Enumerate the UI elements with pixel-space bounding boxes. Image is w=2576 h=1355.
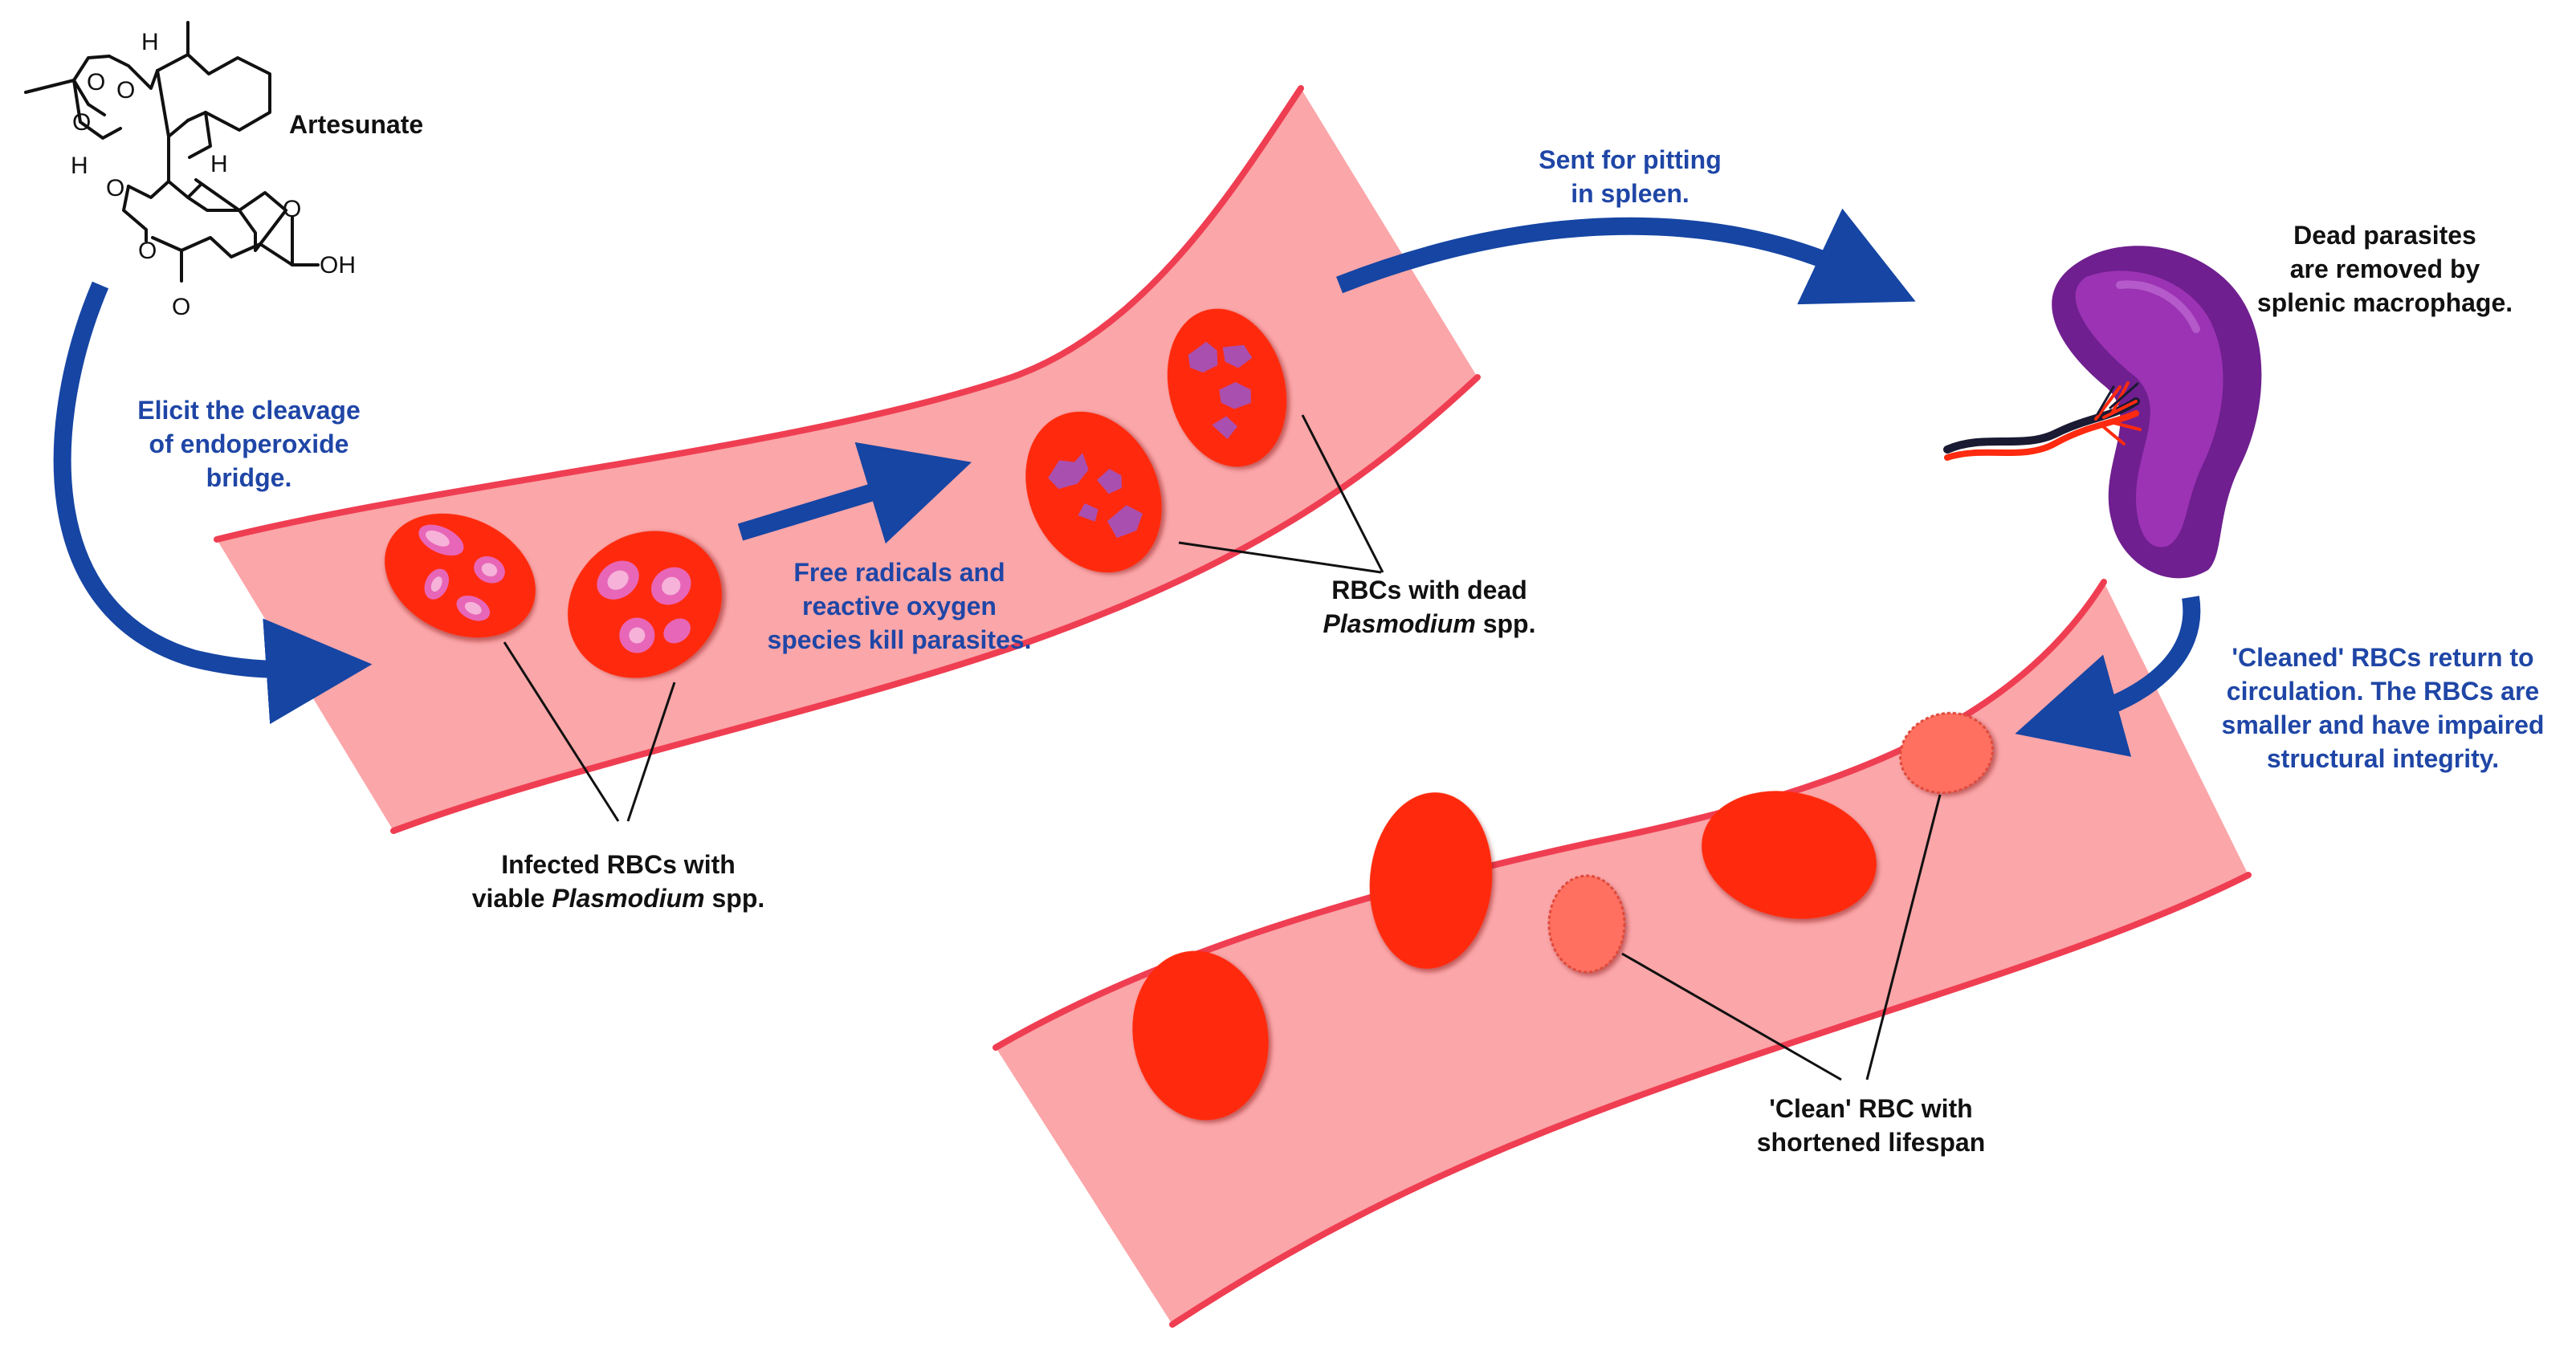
rbc-clean <box>1547 874 1626 974</box>
svg-text:H: H <box>71 153 88 179</box>
dead-parasite-rbcs-label: RBCs with dead Plasmodium spp. <box>1323 576 1536 638</box>
svg-text:O: O <box>72 109 91 136</box>
svg-text:O: O <box>87 69 105 96</box>
cleaned-rbcs-return-label: 'Cleaned' RBCs return to circulation. Th… <box>2221 643 2545 773</box>
parasite-dead <box>1212 416 1237 440</box>
parasite-dead <box>1188 341 1218 373</box>
leader-lines <box>503 414 1942 1081</box>
infected-rbc-2 <box>568 531 722 678</box>
arrow-within-vessel <box>737 441 972 544</box>
rbc-normal <box>1132 950 1269 1121</box>
elicit-cleavage-label: Elicit the cleavage of endoperoxide brid… <box>137 396 361 492</box>
dead-parasite-rbc-2 <box>1167 308 1287 467</box>
upper-blood-vessel <box>214 85 1481 834</box>
svg-text:H: H <box>141 29 159 55</box>
svg-text:OH: OH <box>320 252 356 279</box>
artesunate-atoms: H O O O H H O O O OH O <box>71 29 356 320</box>
dead-parasites-removed-label: Dead parasites are removed by splenic ma… <box>2256 221 2513 317</box>
arrow-drug-to-vessel <box>53 281 373 725</box>
parasite-dead <box>1107 505 1143 539</box>
splenic-vessels <box>1943 381 2142 461</box>
rbc-normal <box>1369 792 1493 969</box>
arrow-spleen-to-circulation <box>2015 596 2201 757</box>
free-radicals-label: Free radicals and reactive oxygen specie… <box>767 558 1032 654</box>
rbc-clean <box>1899 711 1994 795</box>
dead-parasite-rbc-1 <box>1025 411 1162 573</box>
artesunate-structure <box>24 21 320 283</box>
artesunate-label: Artesunate <box>289 110 424 139</box>
spleen <box>2052 246 2262 579</box>
svg-text:O: O <box>116 77 135 104</box>
parasite-dead <box>1096 469 1123 494</box>
svg-text:H: H <box>210 151 228 177</box>
rbc-normal <box>1702 791 1877 919</box>
parasite-live <box>663 618 691 644</box>
clean-rbc-label: 'Clean' RBC with shortened lifespan <box>1756 1094 1986 1157</box>
parasite-dead <box>1219 382 1251 409</box>
sent-to-spleen-label: Sent for pitting in spleen. <box>1539 145 1722 208</box>
arrow-to-spleen <box>1335 208 1916 305</box>
infected-rbc-1 <box>385 513 536 638</box>
svg-text:O: O <box>172 294 190 320</box>
parasite-dead <box>1078 503 1098 522</box>
infected-rbcs-label: Infected RBCs with viable Plasmodium spp… <box>471 850 765 913</box>
svg-text:O: O <box>106 175 124 201</box>
parasite-dead <box>1048 453 1089 490</box>
svg-text:O: O <box>138 238 157 264</box>
parasite-dead <box>1222 344 1253 368</box>
svg-text:O: O <box>283 196 301 222</box>
parasite-live <box>426 530 450 547</box>
